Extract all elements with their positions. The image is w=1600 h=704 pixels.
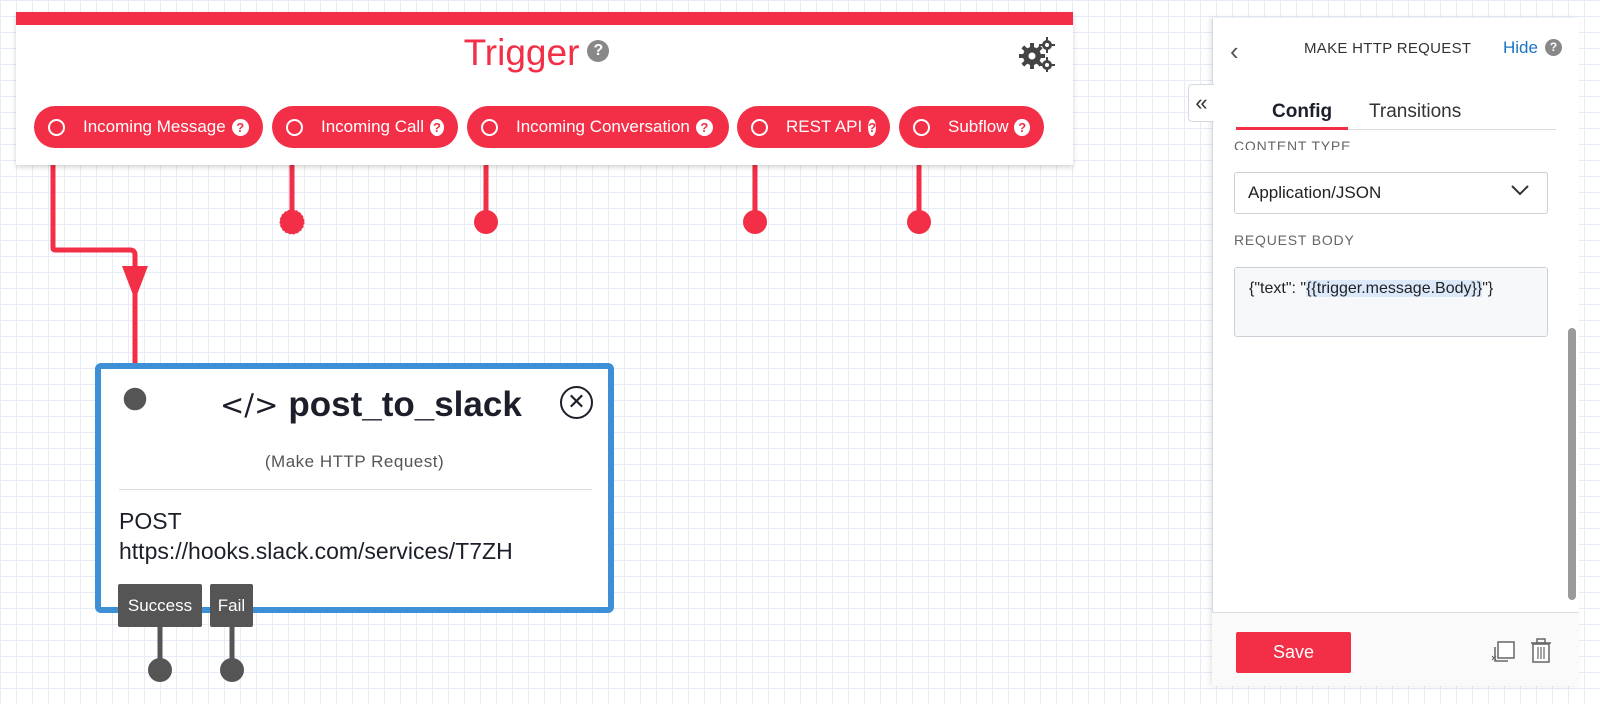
radio-icon xyxy=(286,118,303,136)
trigger-pill-incoming-conversation[interactable]: Incoming Conversation ? xyxy=(467,106,729,148)
node-subtitle: (Make HTTP Request) xyxy=(264,452,445,471)
pill-label: Incoming Message xyxy=(83,117,226,136)
node-method: POST xyxy=(119,508,182,534)
transition-success-tag[interactable]: Success xyxy=(118,584,202,627)
pill-label: Incoming Conversation xyxy=(516,117,690,136)
node-divider xyxy=(119,489,592,490)
active-tab-indicator xyxy=(1236,127,1348,130)
collapse-panel-icon[interactable]: « xyxy=(1188,84,1214,122)
help-icon[interactable]: ? xyxy=(868,118,877,136)
tab-config[interactable]: Config xyxy=(1272,101,1333,122)
radio-icon xyxy=(48,118,65,136)
radio-icon xyxy=(751,118,768,136)
request-body-prefix: {"text": " xyxy=(1249,280,1307,297)
request-body-variable: {{trigger.message.Body}} xyxy=(1306,280,1483,297)
pill-label: Subflow xyxy=(948,117,1009,136)
trigger-help-icon[interactable]: ? xyxy=(587,40,610,63)
request-body-input[interactable]: {"text": "{{trigger.message.Body}}"} xyxy=(1234,267,1548,337)
radio-icon xyxy=(481,118,498,136)
panel-scrollbar[interactable] xyxy=(1568,328,1576,600)
settings-gear-icon[interactable] xyxy=(1018,36,1056,77)
node-title-text: post_to_slack xyxy=(288,385,522,424)
chevron-down-icon[interactable] xyxy=(1510,183,1530,197)
trigger-pill-incoming-call[interactable]: Incoming Call ? xyxy=(272,106,458,148)
hide-panel-link[interactable]: Hide xyxy=(1503,38,1538,57)
back-chevron-icon[interactable]: ‹ xyxy=(1230,36,1239,66)
content-type-select[interactable]: Application/JSON xyxy=(1234,172,1548,214)
help-icon[interactable]: ? xyxy=(1545,39,1562,56)
node-input-port[interactable] xyxy=(121,385,149,413)
help-icon[interactable]: ? xyxy=(430,118,444,136)
trash-icon[interactable] xyxy=(1530,638,1552,664)
help-icon[interactable]: ? xyxy=(695,118,713,136)
footer-divider xyxy=(1212,612,1579,613)
trigger-pill-subflow[interactable]: Subflow ? xyxy=(899,106,1044,148)
trigger-title-text: Trigger xyxy=(463,32,580,73)
trigger-title: Trigger? xyxy=(0,32,1073,74)
radio-icon xyxy=(913,118,930,136)
duplicate-icon[interactable] xyxy=(1491,640,1517,664)
panel-title: MAKE HTTP REQUEST xyxy=(1304,40,1472,57)
code-icon: </> xyxy=(220,388,279,422)
pill-label: Incoming Call xyxy=(321,117,424,136)
tab-divider xyxy=(1236,129,1556,130)
help-icon[interactable]: ? xyxy=(231,118,249,136)
transition-fail-tag[interactable]: Fail xyxy=(210,584,253,627)
request-body-suffix: "} xyxy=(1482,280,1494,297)
close-icon[interactable]: ✕ xyxy=(560,386,593,419)
node-url: https://hooks.slack.com/services/T7ZH xyxy=(119,538,513,564)
content-type-label: CONTENT TYPE xyxy=(1234,138,1352,150)
request-body-label: REQUEST BODY xyxy=(1234,232,1355,248)
widget-node-post-to-slack[interactable] xyxy=(95,363,614,613)
help-icon[interactable]: ? xyxy=(1014,118,1030,136)
pill-label: REST API xyxy=(786,117,863,136)
save-button[interactable]: Save xyxy=(1236,632,1351,673)
trigger-pill-rest-api[interactable]: REST API ? xyxy=(737,106,890,148)
tab-transitions[interactable]: Transitions xyxy=(1369,101,1462,122)
node-title: </> post_to_slack xyxy=(220,385,522,425)
trigger-pill-incoming-message[interactable]: Incoming Message ? xyxy=(34,106,263,148)
